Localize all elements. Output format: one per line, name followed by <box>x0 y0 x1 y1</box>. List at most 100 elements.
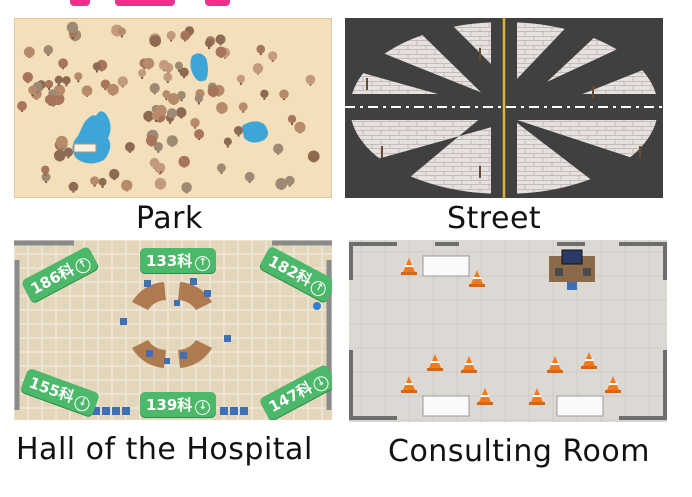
tree <box>98 177 107 188</box>
tree <box>190 117 200 129</box>
traffic-cone <box>469 270 485 287</box>
tree <box>41 165 50 176</box>
tree <box>54 75 63 86</box>
tree <box>166 108 178 120</box>
street-caption: Street <box>447 201 542 236</box>
traffic-cone <box>605 376 621 393</box>
arrow-up-icon: ↑ <box>195 256 211 271</box>
tree <box>178 155 190 168</box>
tree <box>287 114 297 126</box>
tree <box>216 163 226 174</box>
tree <box>176 107 187 119</box>
tree <box>28 85 37 97</box>
tree <box>44 79 54 91</box>
dept-sign-139: 139科↓ <box>140 392 217 417</box>
tree <box>138 68 147 79</box>
tree <box>143 110 154 123</box>
tree <box>74 72 83 83</box>
tree <box>275 178 288 190</box>
tree <box>216 101 228 114</box>
tree <box>149 83 160 95</box>
traffic-cone <box>427 354 443 371</box>
tree <box>145 135 158 147</box>
tree <box>174 61 183 72</box>
tree <box>149 35 162 47</box>
tree <box>62 76 71 87</box>
traffic-cone <box>401 376 417 393</box>
tree <box>294 121 306 134</box>
tree <box>22 71 34 84</box>
tree <box>143 57 155 70</box>
tree <box>180 30 191 42</box>
tree <box>244 171 255 183</box>
title-remnant <box>0 0 692 6</box>
tree <box>43 45 54 56</box>
tree <box>204 38 214 50</box>
tree <box>279 89 289 101</box>
tree <box>162 90 171 101</box>
traffic-cone <box>529 388 545 405</box>
tree <box>285 175 295 187</box>
tree <box>55 135 68 148</box>
tree <box>181 182 192 194</box>
dept-sign-133: 133科↑ <box>140 248 217 273</box>
street-map <box>345 18 663 198</box>
hall-caption: Hall of the Hospital <box>16 432 313 467</box>
tree <box>177 91 186 102</box>
tree <box>117 27 126 38</box>
traffic-cone <box>547 356 563 373</box>
park-caption: Park <box>136 201 203 236</box>
tree <box>233 126 244 137</box>
tree <box>100 79 111 91</box>
traffic-cone <box>461 356 477 373</box>
tree <box>260 89 269 100</box>
tree <box>207 85 220 98</box>
tree <box>215 34 226 46</box>
tree <box>44 94 55 106</box>
traffic-cones <box>401 258 621 405</box>
tree <box>156 163 166 174</box>
park-trees <box>17 21 320 194</box>
tree <box>268 51 278 62</box>
tree <box>305 74 316 86</box>
tree <box>252 63 264 75</box>
consulting-caption: Consulting Room <box>388 434 650 469</box>
tree <box>163 72 173 84</box>
tree <box>236 74 245 85</box>
traffic-cone <box>401 258 417 275</box>
tree <box>58 58 68 70</box>
tree <box>63 147 74 159</box>
tree <box>163 62 174 74</box>
tree <box>23 46 35 59</box>
tree <box>153 142 164 153</box>
tree <box>107 83 119 96</box>
hospital-hall-map: 186科↑ 133科↑ 182科↑ 155科↓ 139科↓ 147科↓ <box>14 240 332 420</box>
tree <box>109 168 120 181</box>
tree <box>194 129 205 141</box>
tree <box>81 85 93 97</box>
tree <box>273 143 284 155</box>
arrow-down-icon: ↓ <box>195 400 211 415</box>
tree <box>223 137 232 148</box>
park-pond <box>242 121 268 143</box>
park-map <box>14 18 332 198</box>
tree <box>179 67 189 79</box>
arrow-down-icon: ↓ <box>72 394 92 414</box>
tree <box>256 44 266 56</box>
tree <box>117 76 128 88</box>
consulting-room-map <box>349 240 667 422</box>
tree <box>90 176 100 187</box>
traffic-cone <box>581 352 597 369</box>
tree <box>124 141 135 153</box>
tree <box>92 62 101 73</box>
tree <box>166 30 176 42</box>
tree <box>194 94 204 105</box>
arrow-up-icon: ↑ <box>308 278 329 299</box>
park-pond <box>190 53 208 82</box>
tree <box>66 21 79 34</box>
tree <box>238 102 248 113</box>
tree <box>307 150 320 163</box>
tree <box>151 111 160 123</box>
tree <box>167 93 180 105</box>
tree <box>53 149 66 162</box>
